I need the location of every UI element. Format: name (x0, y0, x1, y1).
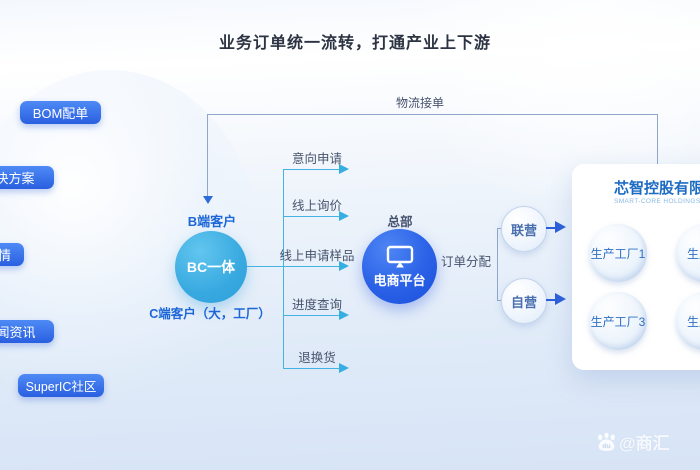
bc-node: BC一体 (175, 231, 247, 303)
arrow-right-icon (339, 211, 349, 221)
arrow-right-icon (339, 310, 349, 320)
branch-line (283, 368, 339, 369)
sidebar-item-bom[interactable]: BOM配单 (20, 101, 101, 124)
branch-trunk-line (283, 169, 284, 368)
sidebar-item-label: SuperIC社区 (25, 380, 97, 394)
branch-line (283, 266, 339, 267)
company-card: 芯智控股有限公 SMART-CORE HOLDINGS LIM 生产工厂1 生产… (572, 164, 700, 370)
channel-arrow-line (546, 299, 555, 301)
sidebar-item-label: 闻资讯 (0, 325, 36, 340)
factory-label: 生产工 (686, 314, 700, 329)
c-client-label: C端客户（大，工厂） (149, 307, 271, 321)
arrow-right-icon (555, 221, 566, 233)
channel-node-joint: 联营 (501, 206, 547, 252)
channel-node-self: 自营 (501, 278, 547, 324)
ec-platform-node: 电商平台 (362, 229, 437, 304)
sidebar-item-solution[interactable]: 决方案 (0, 166, 54, 189)
branch-line (283, 315, 339, 316)
channel-label: 联营 (510, 222, 537, 238)
arrow-right-icon (555, 293, 566, 305)
logistics-route-line-right (657, 114, 658, 165)
branch-label: 线上询价 (291, 199, 342, 213)
factory-label: 生产工 (686, 246, 700, 261)
b-client-label: B端客户 (187, 214, 237, 229)
branch-line (283, 216, 339, 217)
logistics-route-line (207, 114, 658, 115)
branch-label: 意向申请 (291, 152, 342, 166)
bc-node-label: BC一体 (186, 259, 236, 275)
hq-label: 总部 (387, 215, 413, 229)
dispatch-bracket-line (497, 228, 504, 229)
sidebar-item-label: 决方案 (0, 171, 35, 186)
arrow-right-icon (339, 261, 349, 271)
dispatch-bracket-line (497, 228, 498, 300)
ec-node-label: 电商平台 (373, 272, 426, 288)
factory-node-1: 生产工厂1 (589, 224, 647, 282)
logistics-route-label: 物流接单 (395, 96, 444, 110)
page-title: 业务订单统一流转，打通产业上下游 (218, 35, 491, 52)
monitor-icon (386, 245, 414, 269)
arrow-down-icon (203, 196, 213, 204)
company-name: 芯智控股有限公 (614, 180, 700, 197)
channel-arrow-line (546, 227, 555, 229)
branch-label: 线上申请样品 (279, 249, 355, 263)
arrow-right-icon (339, 363, 349, 373)
sidebar-item-superic[interactable]: SuperIC社区 (18, 374, 104, 397)
watermark-text: @商汇 (619, 434, 670, 453)
watermark: du @商汇 (596, 429, 670, 454)
factory-node-4: 生产工 (676, 292, 700, 350)
factory-label: 生产工厂3 (590, 314, 646, 329)
sidebar-item-market[interactable]: 情 (0, 243, 24, 266)
company-name-en: SMART-CORE HOLDINGS LIM (614, 198, 700, 205)
factory-node-2: 生产工 (676, 224, 700, 282)
branch-line (283, 169, 339, 170)
order-dispatch-label: 订单分配 (440, 255, 491, 269)
branch-label: 进度查询 (291, 298, 342, 312)
dispatch-bracket-line (497, 300, 504, 301)
branch-label: 退换货 (298, 351, 336, 365)
sidebar-item-label: 情 (0, 248, 11, 263)
channel-label: 自营 (510, 294, 537, 310)
arrow-right-icon (339, 164, 349, 174)
factory-node-3: 生产工厂3 (589, 292, 647, 350)
baidu-paw-icon: du (596, 431, 617, 452)
sidebar-item-news[interactable]: 闻资讯 (0, 320, 54, 343)
sidebar-item-label: BOM配单 (32, 106, 89, 121)
factory-label: 生产工厂1 (590, 246, 646, 261)
svg-text:du: du (602, 443, 610, 450)
logistics-route-line-left (207, 114, 208, 197)
bc-connector-stub (247, 266, 283, 267)
